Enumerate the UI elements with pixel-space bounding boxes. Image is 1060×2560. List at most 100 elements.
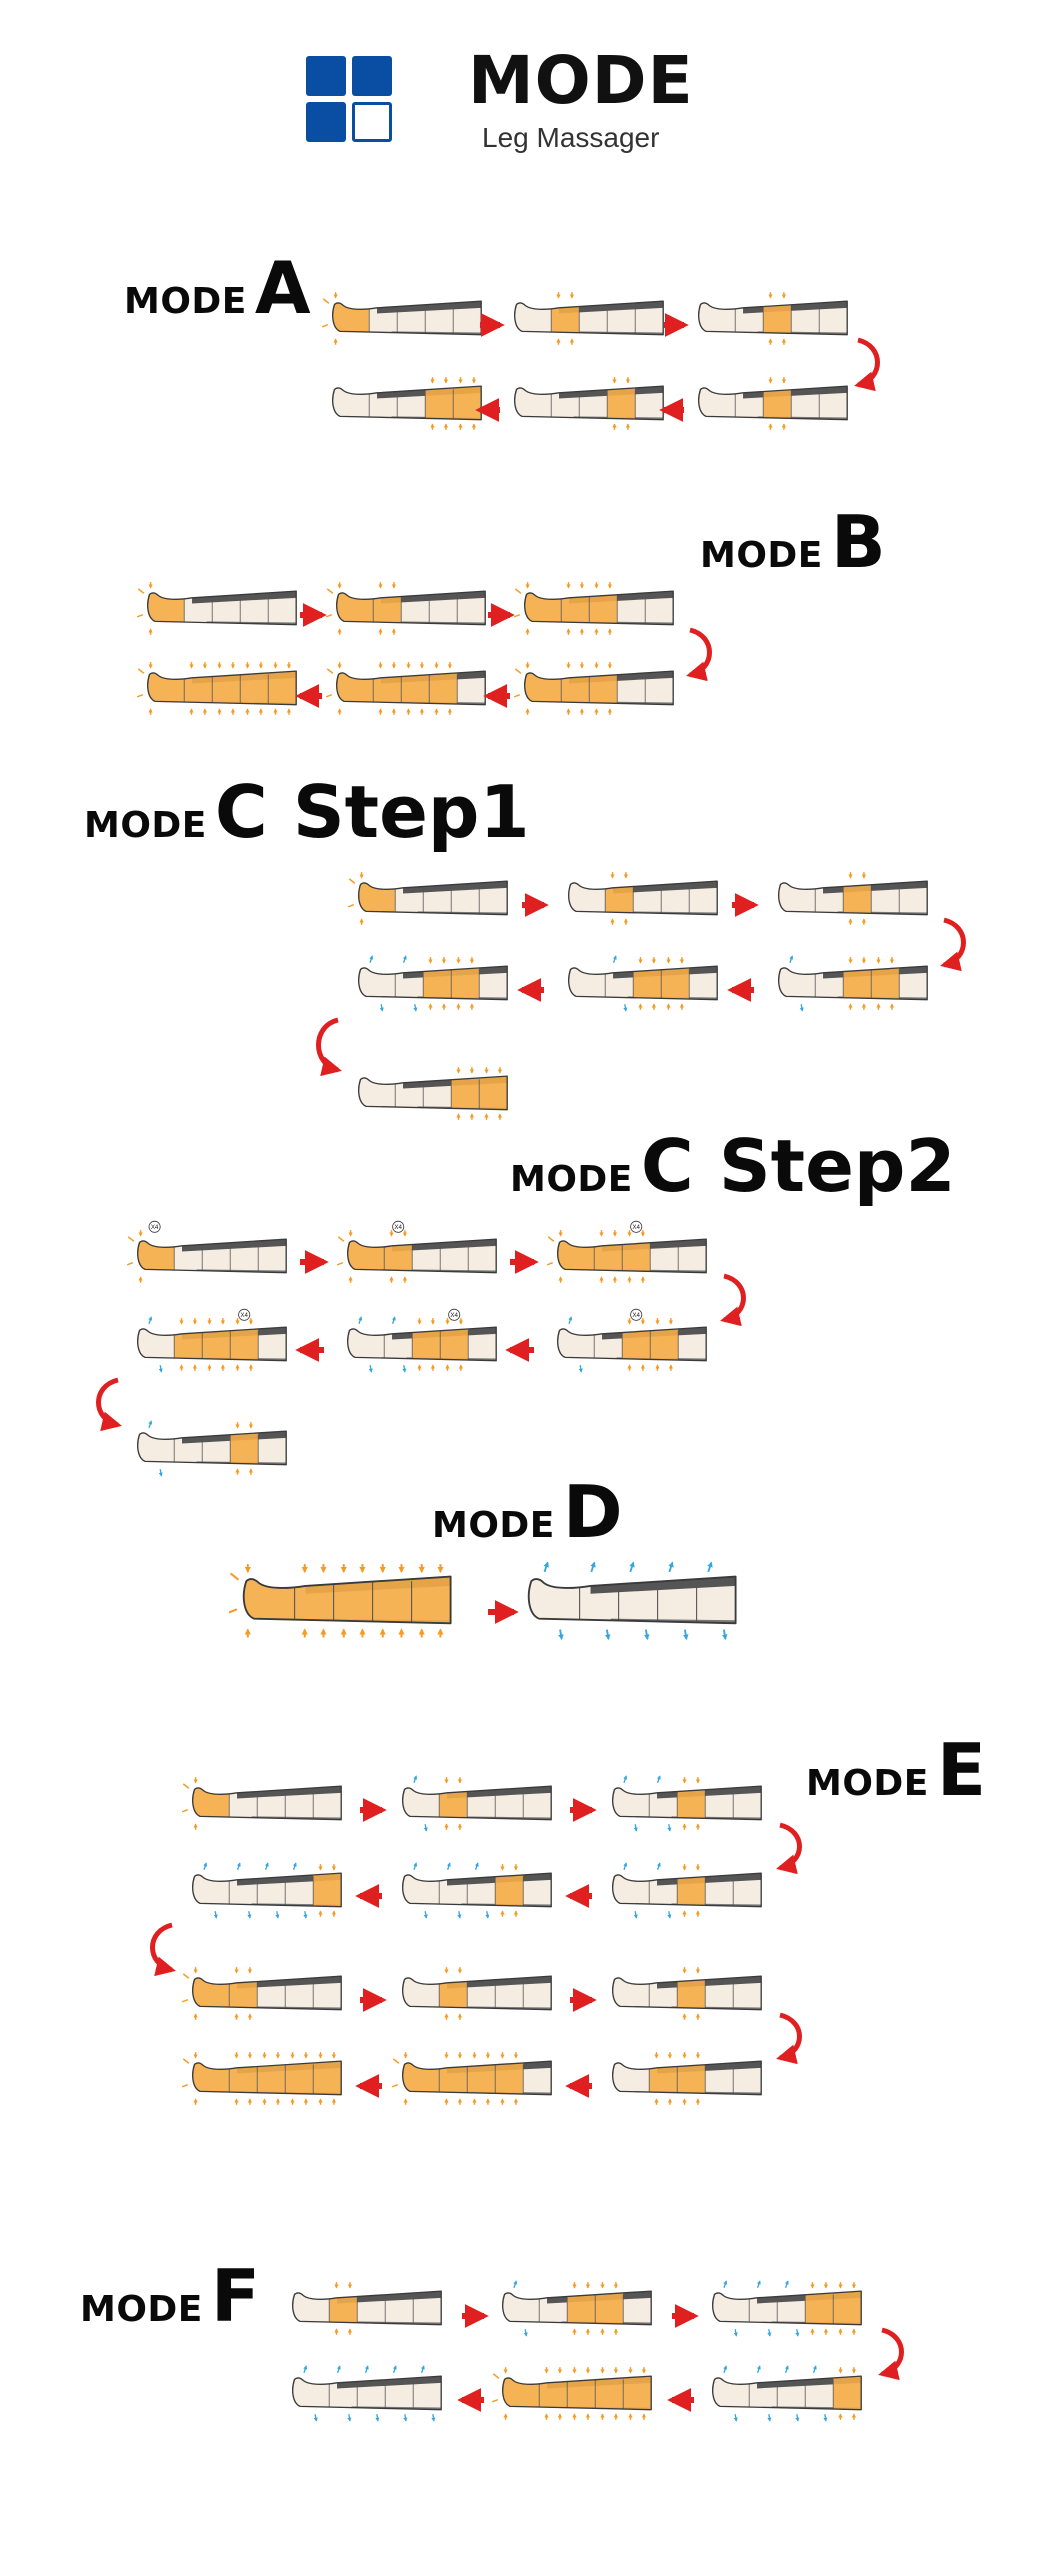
- inflated-chamber: [502, 2376, 540, 2410]
- leg-diagram: [137, 1420, 287, 1477]
- inflated-chamber: [313, 2061, 342, 2095]
- leg-diagram: [181, 2052, 342, 2105]
- inflated-chamber: [805, 2291, 834, 2325]
- inflated-chamber: [524, 591, 562, 625]
- leg-diagram: [292, 2282, 442, 2335]
- leg-outline: [402, 1785, 552, 1821]
- leg-diagram: X4: [347, 1308, 497, 1373]
- repeat-badge-icon: [238, 1308, 251, 1321]
- leg-diagram: [612, 1775, 762, 1832]
- logo-icon: [306, 56, 394, 144]
- repeat-badge-icon: [392, 1220, 405, 1233]
- inflated-chamber: [833, 2291, 862, 2325]
- turn-arrow-icon: [776, 2012, 802, 2065]
- mode-letter: F: [210, 2254, 261, 2338]
- leg-diagram: [192, 1862, 342, 1919]
- leg-outline: [137, 1238, 287, 1274]
- leg-outline: [698, 385, 848, 421]
- leg-diagram: [698, 377, 848, 430]
- inflated-chamber: [358, 881, 396, 915]
- inflated-chamber: [524, 671, 562, 705]
- mode-letter: D: [562, 1470, 623, 1554]
- leg-outline: [147, 670, 297, 706]
- turn-arrow-icon: [878, 2327, 904, 2381]
- inflated-chamber: [336, 591, 374, 625]
- leg-diagram: [358, 1067, 508, 1120]
- mode-letter: C Step1: [214, 770, 530, 854]
- leg-outline: [358, 880, 508, 916]
- leg-diagram: [358, 955, 508, 1012]
- leg-outline: [192, 1785, 342, 1821]
- leg-outline: [347, 1238, 497, 1274]
- inflated-chamber: [451, 966, 480, 1000]
- inflated-chamber: [243, 1576, 295, 1624]
- inflated-chamber: [595, 2376, 624, 2410]
- inflated-chamber: [479, 1076, 508, 1110]
- mode-letter: C Step2: [640, 1124, 956, 1208]
- leg-outline: [192, 1975, 342, 2011]
- inflated-chamber: [347, 1239, 385, 1273]
- inflated-chamber: [329, 2291, 358, 2325]
- leg-diagram: [136, 582, 297, 635]
- inflated-chamber: [192, 1976, 230, 2010]
- leg-outline: [502, 2290, 652, 2326]
- inflated-chamber: [557, 1239, 595, 1273]
- leg-diagram: X4: [137, 1308, 287, 1373]
- leg-outline: [557, 1326, 707, 1362]
- inflated-chamber: [439, 1976, 468, 2010]
- inflated-chamber: [594, 1239, 623, 1273]
- inflated-chamber: [440, 1327, 469, 1361]
- leg-outline: [612, 1785, 762, 1821]
- leg-outline: [514, 385, 664, 421]
- leg-outline: [347, 1326, 497, 1362]
- leg-diagram: [402, 1862, 552, 1919]
- mode-letter: A: [254, 246, 311, 330]
- leg-diagram: [698, 292, 848, 345]
- repeat-badge-icon: [630, 1220, 643, 1233]
- inflated-chamber: [384, 1239, 413, 1273]
- leg-diagram: [513, 582, 674, 635]
- leg-diagram: [136, 662, 297, 715]
- inflated-chamber: [402, 2061, 440, 2095]
- inflated-chamber: [439, 2061, 468, 2095]
- inflated-chamber: [411, 1576, 451, 1624]
- leg-outline: [336, 590, 486, 626]
- leg-outline: [402, 1872, 552, 1908]
- mode-prefix: MODE: [432, 1505, 555, 1546]
- leg-diagram: [391, 2052, 552, 2105]
- repeat-badge-label: X4: [632, 1224, 640, 1231]
- leg-outline: [242, 1575, 452, 1625]
- leg-diagram: [778, 955, 928, 1012]
- inflated-chamber: [336, 671, 374, 705]
- leg-outline: [778, 965, 928, 1001]
- mode-letter: E: [936, 1728, 987, 1812]
- repeat-badge-label: X4: [450, 1312, 458, 1319]
- inflated-chamber: [268, 671, 297, 705]
- turn-arrow-icon: [940, 917, 966, 972]
- leg-outline: [192, 1872, 342, 1908]
- inflated-chamber: [650, 1327, 679, 1361]
- turn-arrow-icon: [854, 337, 880, 392]
- leg-diagram: [325, 582, 486, 635]
- inflated-chamber: [425, 386, 454, 420]
- leg-outline: [524, 590, 674, 626]
- inflated-chamber: [605, 881, 634, 915]
- repeat-badge-icon: [148, 1220, 161, 1233]
- inflated-chamber: [372, 1576, 412, 1624]
- inflated-chamber: [285, 2061, 314, 2095]
- leg-diagram: [612, 2052, 762, 2105]
- leg-outline: [612, 1872, 762, 1908]
- mode-prefix: MODE: [124, 281, 247, 322]
- repeat-badge-icon: [630, 1308, 643, 1321]
- leg-outline: [192, 2060, 342, 2096]
- leg-diagram: [568, 872, 718, 925]
- inflated-chamber: [240, 671, 269, 705]
- inflated-chamber: [539, 2376, 568, 2410]
- brand-title: MODE: [468, 42, 694, 119]
- leg-outline: [402, 2060, 552, 2096]
- inflated-chamber: [332, 301, 370, 335]
- leg-outline: [358, 1075, 508, 1111]
- turn-arrow-icon: [96, 1377, 122, 1432]
